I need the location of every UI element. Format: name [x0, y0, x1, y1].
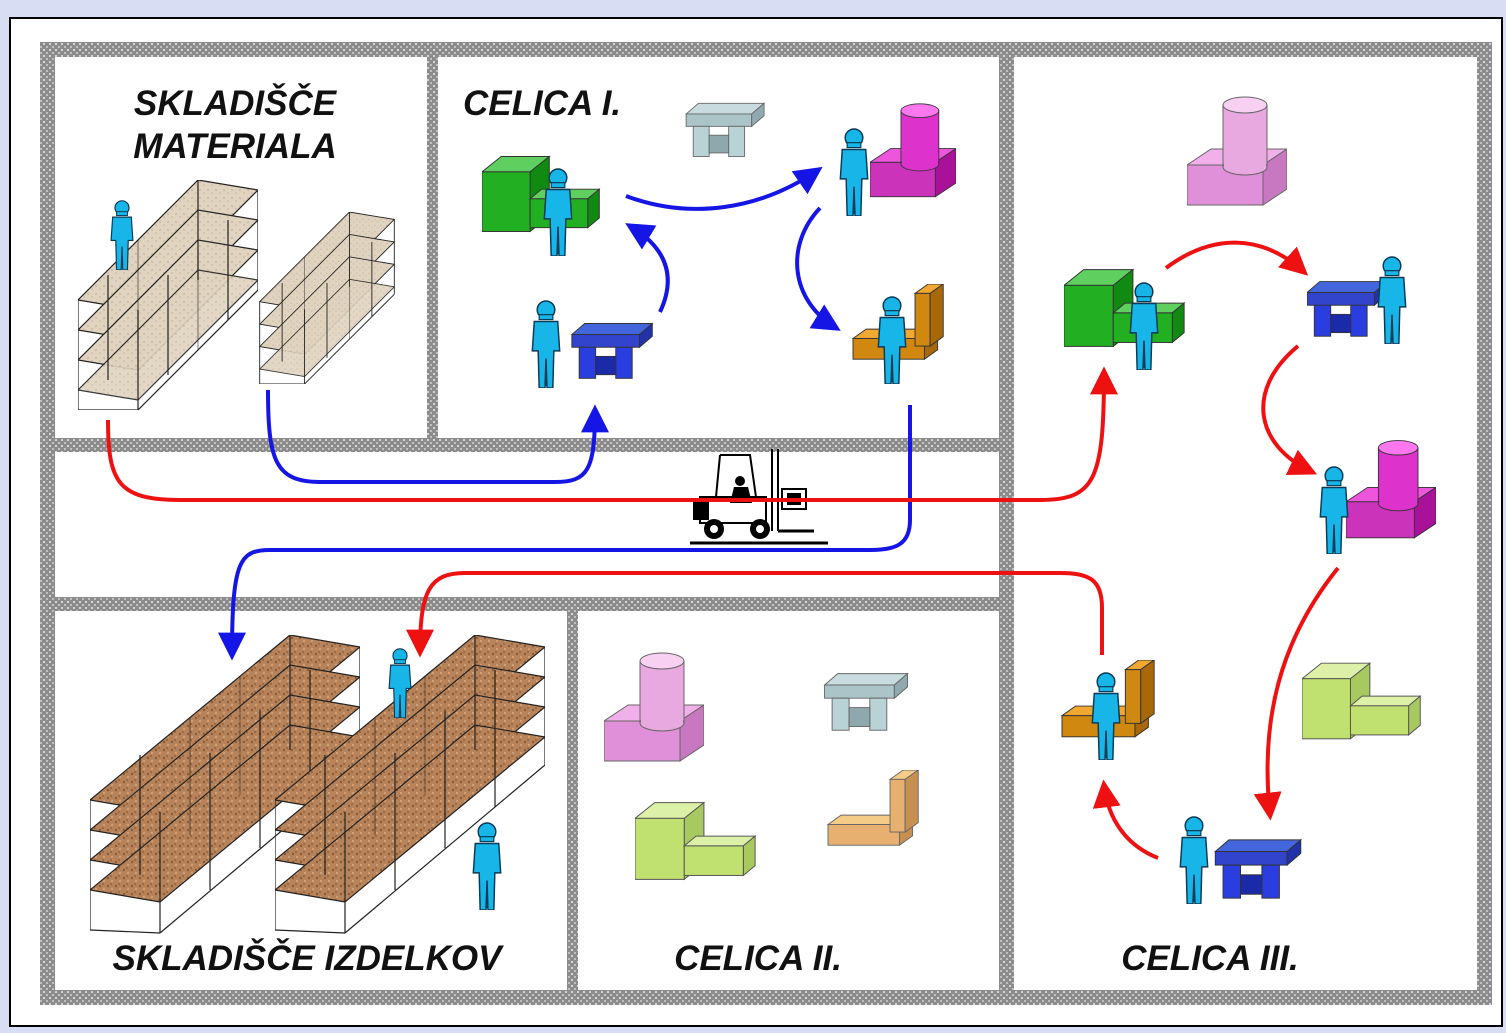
label-cell-1: CELICA I. [463, 84, 621, 123]
blue-flow-arrow [625, 223, 670, 313]
red-flow-arrow [106, 366, 1118, 502]
red-flow-arrow [406, 571, 1104, 658]
label-cell-2: CELICA II. [674, 939, 842, 978]
blue-flow-arrow [218, 405, 912, 661]
blue-flow-arrow [266, 389, 609, 484]
blue-flow-arrow [625, 166, 823, 211]
red-flow-arrow [1164, 240, 1309, 276]
red-flow-arrow [1092, 779, 1159, 860]
label-storage-materials-line1: SKLADIŠČE [134, 83, 338, 123]
walls [40, 42, 1492, 1005]
label-storage-materials-line2: MATERIALA [133, 127, 337, 166]
red-flow [106, 240, 1340, 860]
red-flow-arrow [1253, 566, 1340, 821]
blue-flow [218, 166, 912, 661]
red-flow-arrow [1261, 344, 1318, 476]
label-storage-products: SKLADIŠČE IZDELKOV [113, 938, 505, 978]
blue-flow-arrow [795, 206, 841, 331]
label-cell-3: CELICA III. [1121, 939, 1299, 978]
